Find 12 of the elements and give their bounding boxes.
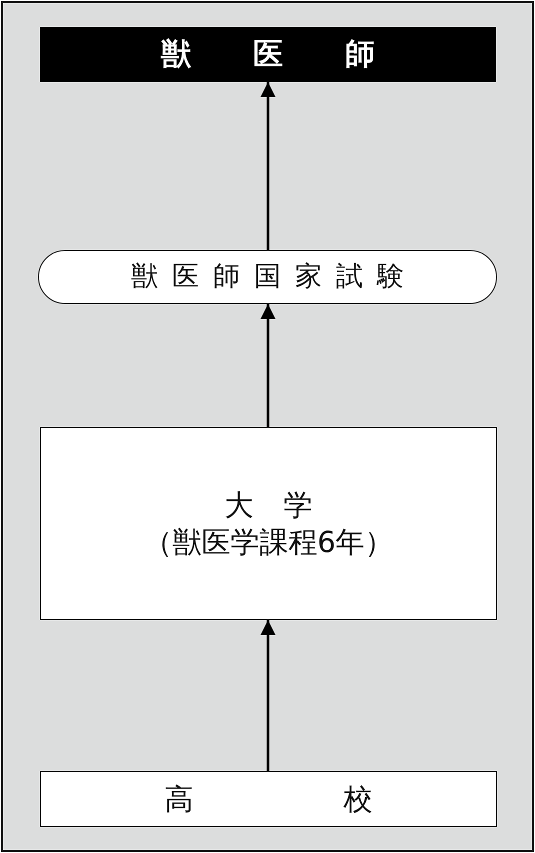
arrow <box>260 82 276 250</box>
box-label: 獣医師 <box>161 36 437 74</box>
exam-box <box>38 250 497 304</box>
arrow <box>260 304 276 427</box>
box-label: 高校 <box>164 780 522 818</box>
title-box <box>40 27 496 82</box>
university-box <box>40 427 497 620</box>
box-label: 獣医師国家試験 <box>131 260 418 294</box>
box-note: （獣医学課程6年） <box>143 524 394 560</box>
box-label: 大学 <box>224 487 342 524</box>
school-box <box>40 771 497 827</box>
arrow <box>260 620 276 771</box>
